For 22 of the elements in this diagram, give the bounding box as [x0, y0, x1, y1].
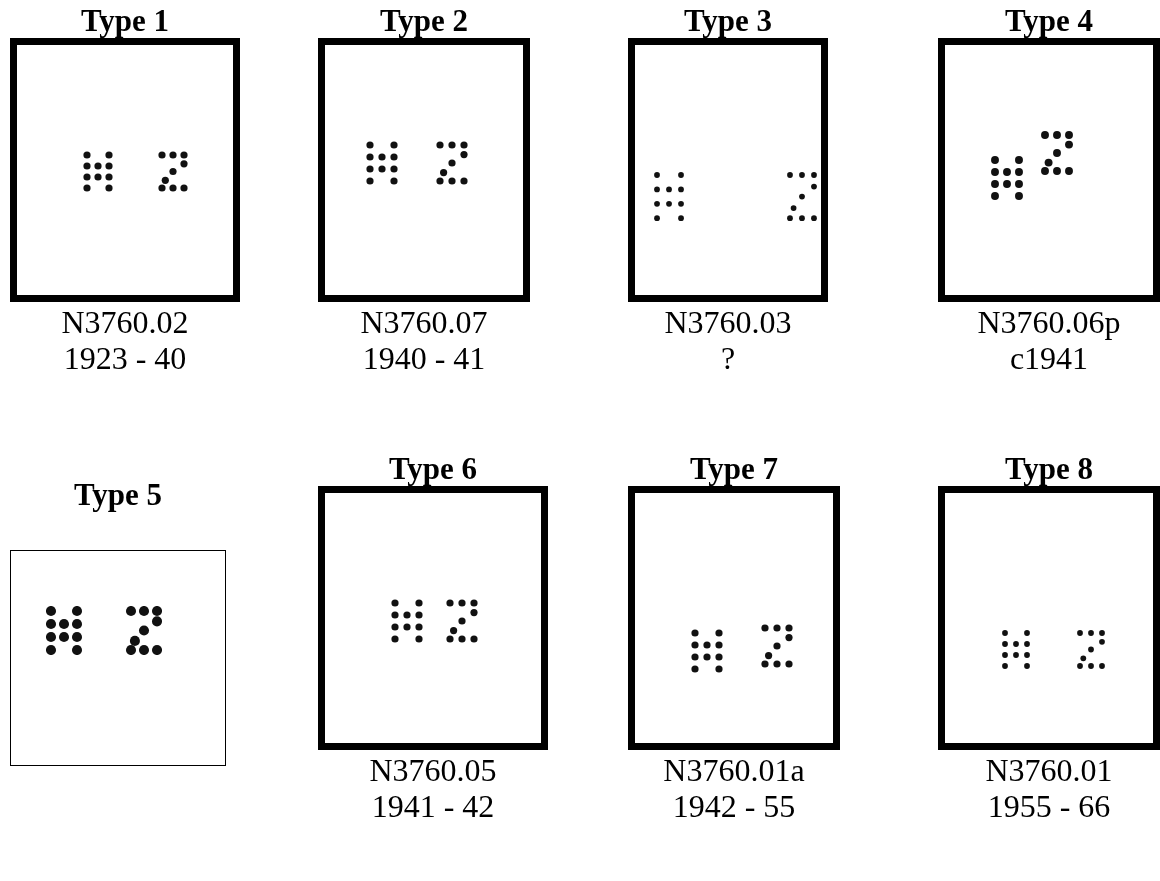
type-heading: Type 3 [683, 4, 773, 38]
type-heading: Type 8 [1004, 452, 1094, 486]
catalogue-caption: ? [720, 340, 736, 376]
type-heading: Type 2 [379, 4, 469, 38]
type-heading: Type 1 [80, 4, 170, 38]
catalogue-caption: 1955 - 66 [987, 788, 1111, 824]
catalogue-caption: N3760.02 [61, 304, 189, 340]
catalogue-caption: N3760.03 [664, 304, 792, 340]
type-heading: Type 6 [388, 452, 478, 486]
catalogue-caption: 1942 - 55 [672, 788, 796, 824]
catalogue-caption: 1940 - 41 [362, 340, 486, 376]
type-heading: Type 7 [689, 452, 779, 486]
catalogue-caption: N3760.06p [977, 304, 1121, 340]
catalogue-caption: N3760.07 [360, 304, 488, 340]
type-heading: Type 4 [1004, 4, 1094, 38]
catalogue-caption: 1941 - 42 [371, 788, 495, 824]
catalogue-caption: N3760.05 [369, 752, 497, 788]
catalogue-caption: c1941 [1009, 340, 1089, 376]
catalogue-caption: N3760.01 [985, 752, 1113, 788]
catalogue-caption: 1923 - 40 [63, 340, 187, 376]
catalogue-caption: N3760.01a [663, 752, 805, 788]
type-heading: Type 5 [73, 478, 163, 512]
